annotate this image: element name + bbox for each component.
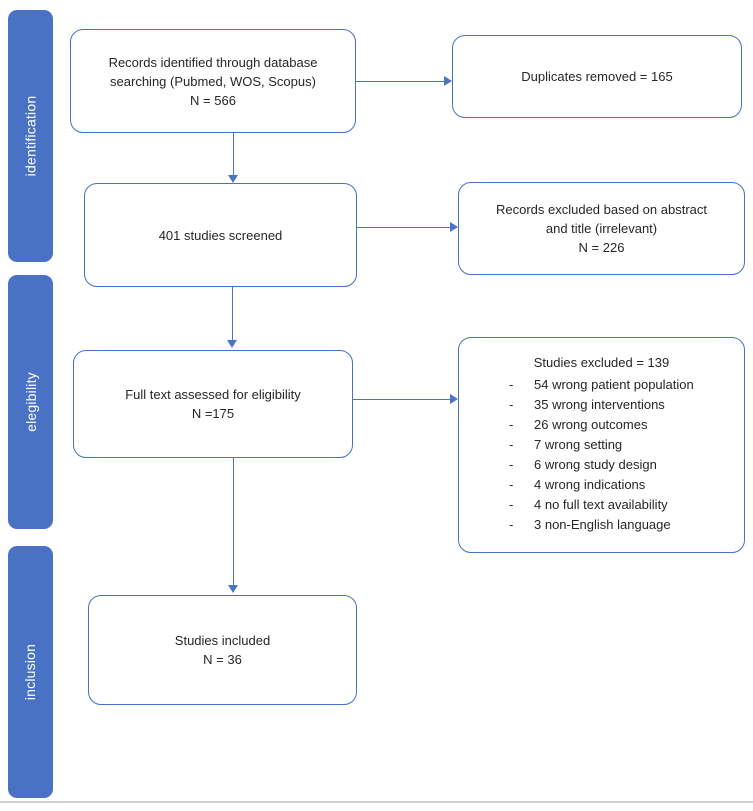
exclusion-reason-item: - 7 wrong setting xyxy=(469,435,734,455)
connector-arrow-fulltext-to-included xyxy=(227,458,238,593)
box-text-line: Records excluded based on abstract xyxy=(495,202,707,217)
phase-bar-inclusion: inclusion xyxy=(8,546,53,798)
exclusion-reason-item: - 4 wrong indications xyxy=(469,475,734,495)
exclusion-reason-text: 35 wrong interventions xyxy=(534,397,665,412)
phase-label-inclusion: inclusion xyxy=(22,643,39,701)
box-text-line: N = 226 xyxy=(578,240,625,255)
bottom-divider xyxy=(0,801,753,803)
list-bullet: - xyxy=(509,417,514,432)
exclusion-reason-text: 26 wrong outcomes xyxy=(534,417,648,432)
box-records-excluded: Records excluded based on abstract and t… xyxy=(458,182,745,275)
exclusion-reason-item: - 6 wrong study design xyxy=(469,455,734,475)
box-text-line: Studies included xyxy=(174,633,271,648)
list-bullet: - xyxy=(509,457,514,472)
box-studies-included: Studies included N = 36 xyxy=(88,595,357,705)
box-text-line: searching (Pubmed, WOS, Scopus) xyxy=(110,73,316,89)
list-bullet: - xyxy=(509,497,514,512)
list-bullet: - xyxy=(509,517,514,532)
phase-label-eligibility: elegibility xyxy=(22,372,39,432)
box-text-line: N = 566 xyxy=(190,92,236,108)
exclusion-reason-item: - 4 no full text availability xyxy=(469,495,734,515)
box-full-text-assessed: Full text assessed for eligibility N =17… xyxy=(73,350,353,458)
phase-label-identification: identification xyxy=(22,95,39,177)
box-text-line: N =175 xyxy=(191,406,235,421)
box-text-line: 401 studies screened xyxy=(158,227,283,243)
phase-bar-eligibility: elegibility xyxy=(8,275,53,529)
box-studies-excluded: Studies excluded = 139 - 54 wrong patien… xyxy=(458,337,745,553)
exclusion-reason-text: 4 wrong indications xyxy=(534,477,646,492)
box-text-line: Full text assessed for eligibility xyxy=(125,387,301,402)
exclusion-reason-item: - 26 wrong outcomes xyxy=(469,415,734,435)
box-duplicates-removed: Duplicates removed = 165 xyxy=(452,35,742,118)
connector-arrow-identified-to-screened xyxy=(227,133,238,183)
list-bullet: - xyxy=(509,477,514,492)
connector-arrow-screened-to-fulltext xyxy=(227,287,238,348)
box-records-identified: Records identified through database sear… xyxy=(70,29,356,133)
exclusion-reason-item: - 3 non-English language xyxy=(469,515,734,535)
exclusion-reason-item: - 35 wrong interventions xyxy=(469,395,734,415)
box-text-line: Duplicates removed = 165 xyxy=(521,69,673,84)
box-text-line: Records identified through database xyxy=(108,54,318,70)
exclusion-reason-text: 7 wrong setting xyxy=(534,437,623,452)
exclusion-reason-text: 6 wrong study design xyxy=(534,457,657,472)
exclusion-reason-text: 4 no full text availability xyxy=(534,497,668,512)
studies-excluded-title: Studies excluded = 139 xyxy=(533,355,670,370)
exclusion-reason-item: - 54 wrong patient population xyxy=(469,375,734,395)
connector-arrow-fulltext-to-excludedlist xyxy=(353,394,458,405)
box-text-line: N = 36 xyxy=(203,652,242,667)
phase-bar-identification: identification xyxy=(8,10,53,262)
list-bullet: - xyxy=(509,437,514,452)
connector-arrow-screened-to-excluded xyxy=(357,222,458,233)
list-bullet: - xyxy=(509,397,514,412)
list-bullet: - xyxy=(509,377,514,392)
exclusion-reason-text: 54 wrong patient population xyxy=(534,377,694,392)
exclusion-reason-text: 3 non-English language xyxy=(534,517,671,532)
connector-arrow-identified-to-duplicates xyxy=(355,76,452,87)
box-text-line: and title (irrelevant) xyxy=(545,221,658,236)
box-studies-screened: 401 studies screened xyxy=(84,183,357,287)
